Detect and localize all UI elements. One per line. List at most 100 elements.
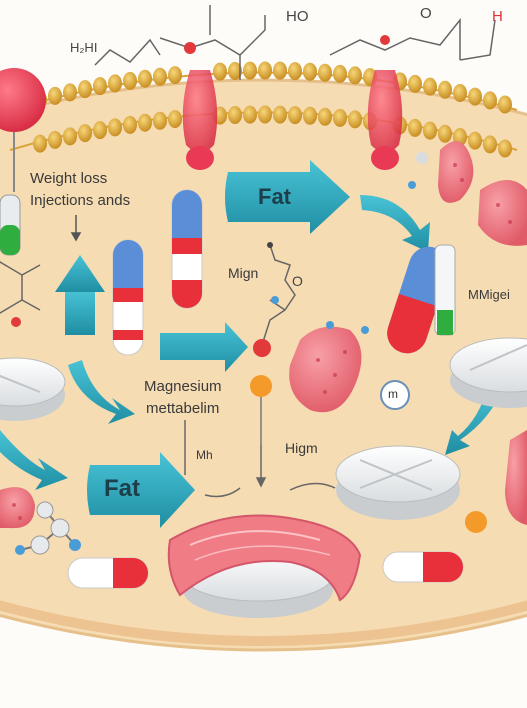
membrane-bead <box>138 113 152 132</box>
chem-label-mol-o: O <box>292 273 303 289</box>
membrane-bead <box>498 139 512 158</box>
membrane-bead <box>288 62 302 81</box>
membrane-bead <box>348 110 362 129</box>
arrow-up-teal <box>55 255 105 335</box>
membrane-bead <box>483 135 497 154</box>
protein-sphere-icon <box>0 68 46 132</box>
membrane-bead <box>63 127 77 146</box>
membrane-bead <box>288 106 302 125</box>
membrane-bead <box>468 131 482 150</box>
cell-rim <box>0 600 527 646</box>
arrow-fat-bottom-label: Fat <box>104 475 140 502</box>
chem-label-top-mid: HO <box>286 8 309 25</box>
membrane-bead <box>153 111 167 130</box>
membrane-bead <box>108 74 122 93</box>
membrane-bead <box>273 105 287 124</box>
membrane-bead <box>48 130 62 149</box>
membrane-bead <box>453 84 467 103</box>
membrane-bead <box>303 106 317 125</box>
label-metabolism: mettabelim <box>146 400 220 417</box>
membrane-bead <box>33 134 47 153</box>
label-mh: Mh <box>196 448 213 462</box>
membrane-bead <box>123 115 137 134</box>
membrane-bead <box>438 124 452 143</box>
chem-label-top-right-h: H <box>492 8 503 25</box>
membrane-bead <box>228 105 242 124</box>
ball-stick-atoms <box>15 501 81 555</box>
membrane-bead <box>258 61 272 80</box>
membrane-bead <box>498 95 512 114</box>
fat-cell-1 <box>438 141 474 203</box>
capsule-bottom-left <box>67 557 149 589</box>
membrane-bead <box>93 77 107 96</box>
membrane-bead <box>273 61 287 80</box>
arrow-down-icon <box>70 215 82 242</box>
capsule-blue-red-2 <box>112 239 144 356</box>
pointer-lines <box>184 420 336 498</box>
membrane-bead <box>483 91 497 110</box>
arrow-curve-right <box>360 195 430 252</box>
label-mign: Mign <box>228 265 259 281</box>
membrane-bead <box>48 86 62 105</box>
syringe-vial <box>434 244 456 336</box>
membrane-outer-beads <box>33 61 512 114</box>
arrow-fat-top-label: Fat <box>258 184 291 209</box>
membrane-bead <box>243 61 257 80</box>
membrane-bead <box>93 121 107 140</box>
membrane-bead <box>438 80 452 99</box>
label-m-circle: m <box>388 387 398 401</box>
chem-label-top-left: H₂HI <box>70 40 98 55</box>
capsule-blue-red-1 <box>171 189 203 309</box>
chem-label-top-right: O <box>420 5 432 22</box>
arrow-fat-bottom <box>87 452 195 528</box>
membrane-bead <box>243 105 257 124</box>
membrane-bead <box>168 66 182 85</box>
membrane-bead <box>258 105 272 124</box>
membrane-inner-beads <box>33 105 512 158</box>
fat-cell-3 <box>289 326 362 413</box>
membrane-bead <box>303 62 317 81</box>
membrane-bead <box>333 64 347 83</box>
membrane-bead <box>78 124 92 143</box>
channel-protein-right <box>367 70 403 170</box>
membrane-bead <box>333 108 347 127</box>
label-weight-loss: Weight loss <box>30 170 108 187</box>
syringe-icon <box>0 194 21 256</box>
hexagon-molecule <box>0 261 41 314</box>
label-higm: Higm <box>285 440 318 456</box>
membrane-bead <box>423 121 437 140</box>
channel-protein-left <box>182 70 218 170</box>
membrane-bead <box>228 61 242 80</box>
label-injections: Injections ands <box>30 192 131 209</box>
membrane-bead <box>318 107 332 126</box>
tablet-left <box>0 357 66 421</box>
membrane-bead <box>138 69 152 88</box>
membrane-bead <box>468 87 482 106</box>
membrane-bead <box>213 62 227 81</box>
fat-cell-4 <box>0 487 35 529</box>
membrane-bead <box>168 110 182 129</box>
tablet-right-top <box>449 337 527 408</box>
label-mmigei: MMigei <box>468 287 510 302</box>
membrane-bead <box>153 67 167 86</box>
membrane-bead <box>408 74 422 93</box>
membrane-bead <box>348 66 362 85</box>
membrane-bead <box>78 80 92 99</box>
arrow-right-mid <box>160 322 248 372</box>
membrane-bead <box>408 118 422 137</box>
fat-cell-2 <box>478 180 527 246</box>
arrow-curve-teal <box>68 360 135 424</box>
membrane-bead <box>123 71 137 90</box>
capsule-bottom-right <box>382 551 464 583</box>
membrane-bead <box>318 63 332 82</box>
arrow-curve-left-bottom <box>0 430 68 490</box>
label-magnesium: Magnesium <box>144 378 222 395</box>
capsule-tilted <box>387 246 449 354</box>
membrane-bead <box>423 77 437 96</box>
arrow-fat-top <box>225 160 350 234</box>
fat-cell-5 <box>505 430 527 525</box>
tablet-center-right <box>335 445 461 520</box>
membrane-bead <box>63 83 77 102</box>
